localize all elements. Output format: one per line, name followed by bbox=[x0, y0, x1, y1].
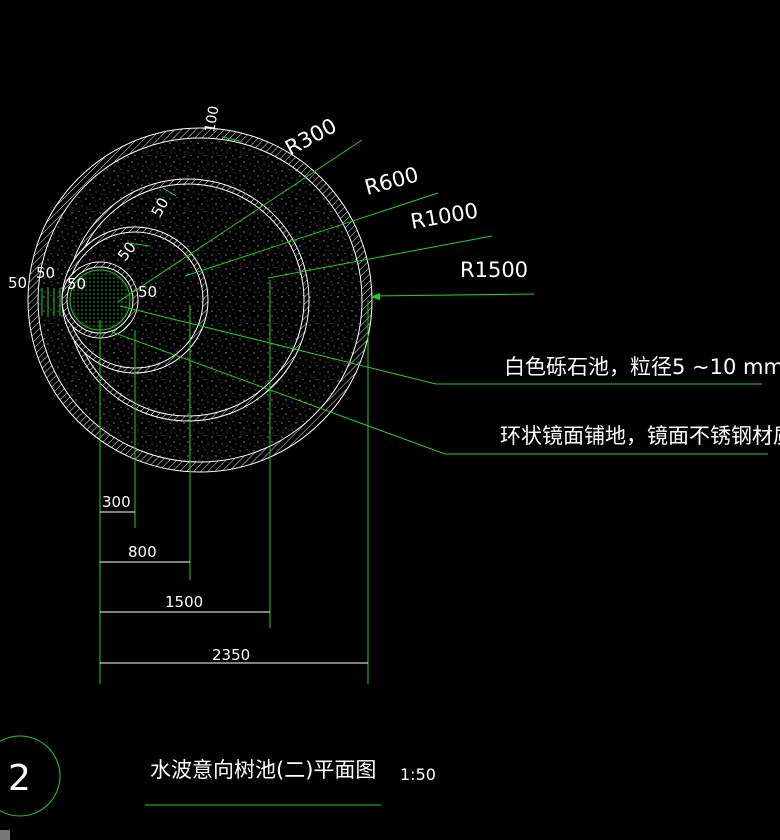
leader-gravel-note bbox=[119, 305, 762, 385]
leader-r1500 bbox=[373, 293, 535, 297]
note-mirror: 环状镜面铺地，镜面不锈钢材质 bbox=[500, 424, 780, 448]
label-width-50-left2: 50 bbox=[36, 264, 55, 282]
dim-300: 300 bbox=[102, 493, 131, 511]
label-width-50-right: 50 bbox=[138, 283, 157, 301]
ucs-corner-marker bbox=[0, 830, 10, 840]
leader-r1000 bbox=[267, 235, 493, 279]
tick-top-c bbox=[127, 242, 151, 247]
label-r300: R300 bbox=[281, 114, 341, 161]
dim-2350: 2350 bbox=[212, 646, 250, 664]
label-r600: R600 bbox=[362, 162, 421, 199]
note-gravel: 白色砾石池，粒径5 ~10 mm bbox=[504, 355, 780, 379]
leader-mirror-note bbox=[111, 331, 768, 455]
drawing-scale: 1:50 bbox=[400, 765, 436, 784]
dim-800: 800 bbox=[128, 543, 157, 561]
tick-top-a bbox=[221, 136, 241, 142]
label-width-50-left1: 50 bbox=[8, 274, 27, 292]
arrow-r1500 bbox=[370, 293, 380, 300]
drawing-title: 水波意向树池(二)平面图 bbox=[150, 758, 376, 782]
dim-1500: 1500 bbox=[165, 593, 203, 611]
label-r1000: R1000 bbox=[409, 198, 480, 233]
title-number: 2 bbox=[8, 758, 31, 799]
leader-r300 bbox=[117, 139, 363, 303]
label-width-50-left3: 50 bbox=[67, 275, 86, 293]
tick-top-b bbox=[162, 187, 177, 197]
leader-r600 bbox=[184, 192, 439, 277]
label-r1500: R1500 bbox=[460, 258, 528, 282]
label-width-100: 100 bbox=[202, 105, 222, 134]
title-number-circle bbox=[0, 735, 61, 817]
